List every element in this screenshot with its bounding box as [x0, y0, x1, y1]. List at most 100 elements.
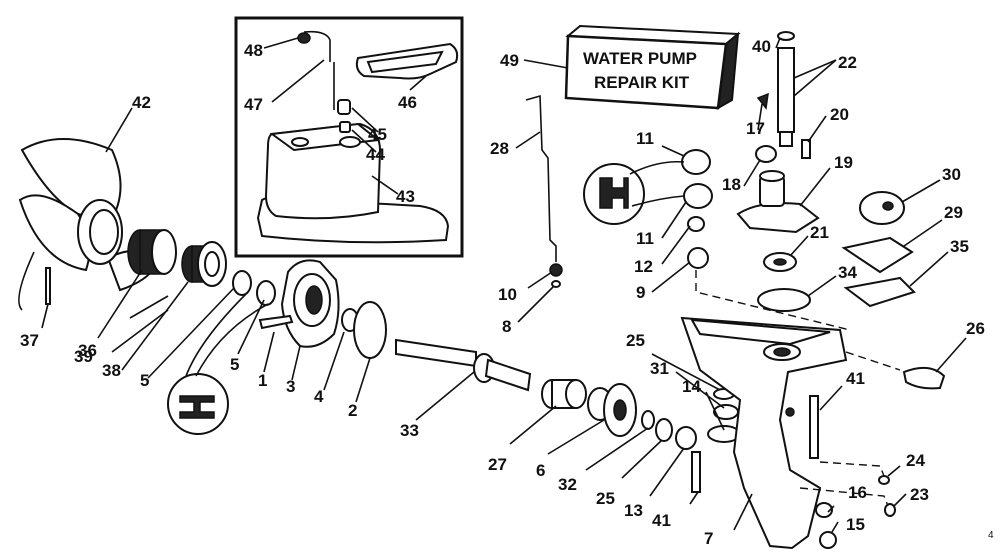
drive-shaft — [777, 47, 795, 147]
water-screen-26 — [902, 366, 946, 390]
thrust-washer-32 — [641, 410, 655, 430]
pump-liner-30 — [859, 191, 905, 225]
page-number: 4 — [988, 530, 994, 541]
kit-label-line1: WATER PUMP — [583, 49, 697, 68]
callout-45: 45 — [368, 125, 387, 144]
callout-42: 42 — [132, 93, 151, 112]
assembly-line-screen — [845, 351, 901, 371]
callout-15: 15 — [846, 515, 865, 534]
bearing-detail-circle-top — [583, 160, 685, 225]
spline-bushing — [127, 229, 177, 275]
bearing-5b — [256, 280, 276, 306]
assembly-line-pump — [695, 270, 851, 331]
bearing-13 — [675, 426, 697, 450]
inset-gasket — [355, 42, 459, 80]
assembly-line-drain — [799, 461, 889, 507]
callout-35: 35 — [950, 237, 969, 256]
inset-grommet — [337, 99, 351, 115]
inset-frame — [234, 16, 464, 258]
retainer-40 — [777, 31, 795, 41]
callout-25a: 25 — [626, 331, 645, 350]
propeller — [18, 138, 160, 311]
inset-tube — [303, 30, 335, 110]
kit-label-line2: REPAIR KIT — [594, 73, 690, 92]
callout-labels: 42 37 36 39 38 5 5 1 3 4 2 33 27 6 32 25… — [20, 37, 985, 548]
shear-pin — [129, 295, 169, 319]
clutch-dog — [541, 379, 587, 409]
carrier-screw — [258, 314, 294, 330]
bearing-5a — [232, 270, 252, 296]
shift-rod-nut-10 — [549, 263, 563, 277]
callout-11a: 11 — [636, 129, 654, 148]
callout-48: 48 — [244, 41, 263, 60]
callout-41a: 41 — [846, 369, 865, 388]
callout-41b: 41 — [652, 511, 671, 530]
drain-screw-15 — [819, 531, 837, 549]
bushing-12 — [687, 216, 705, 232]
callout-17: 17 — [746, 119, 765, 138]
callout-12: 12 — [634, 257, 653, 276]
callout-25b: 25 — [596, 489, 615, 508]
callout-24: 24 — [906, 451, 925, 470]
bearing-11b — [683, 183, 713, 209]
screw-23 — [884, 503, 896, 517]
shift-rod — [525, 94, 557, 262]
callout-40: 40 — [752, 37, 771, 56]
callout-47: 47 — [244, 95, 263, 114]
callout-9: 9 — [636, 283, 645, 302]
callout-18: 18 — [722, 175, 741, 194]
impeller-21 — [763, 252, 797, 272]
callout-7: 7 — [704, 529, 713, 548]
cotter-pin — [45, 267, 51, 305]
callout-2: 2 — [348, 401, 357, 420]
key-17 — [756, 92, 769, 110]
callout-6: 6 — [536, 461, 545, 480]
callout-26: 26 — [966, 319, 985, 338]
callout-5a: 5 — [140, 371, 149, 390]
bearing-carrier — [280, 259, 340, 348]
bearing-11a — [681, 149, 711, 175]
callout-3: 3 — [286, 377, 295, 396]
callout-16: 16 — [848, 483, 867, 502]
callout-43: 43 — [396, 187, 415, 206]
o-ring-2 — [353, 301, 387, 359]
callout-23: 23 — [910, 485, 929, 504]
callout-27: 27 — [488, 455, 507, 474]
screw-20 — [801, 139, 811, 159]
drain-screw-16 — [815, 502, 833, 518]
o-ring-34 — [757, 288, 811, 312]
washer-25b — [655, 418, 673, 442]
gearcase-housing — [680, 316, 848, 550]
callout-30: 30 — [942, 165, 961, 184]
callout-10: 10 — [498, 285, 517, 304]
callout-37: 37 — [20, 331, 39, 350]
washer-24 — [878, 475, 890, 485]
callout-20: 20 — [830, 105, 849, 124]
forward-gear — [587, 383, 637, 437]
callout-29: 29 — [944, 203, 963, 222]
stud-41b — [691, 451, 701, 493]
callout-14: 14 — [682, 377, 701, 396]
pump-housing-19 — [736, 170, 820, 234]
bushing-9 — [687, 247, 709, 269]
callout-11b: 11 — [636, 229, 654, 248]
thrust-hub — [181, 241, 227, 287]
callout-31: 31 — [650, 359, 669, 378]
callout-22: 22 — [838, 53, 857, 72]
callout-32: 32 — [558, 475, 577, 494]
callout-38: 38 — [102, 361, 121, 380]
bearing-detail-circle-left — [167, 293, 269, 435]
callout-36: 36 — [78, 341, 97, 360]
callout-21: 21 — [810, 223, 829, 242]
shift-rod-washer-8 — [551, 280, 561, 288]
callout-1: 1 — [258, 371, 267, 390]
callout-13: 13 — [624, 501, 643, 520]
water-pump-kit-box: WATER PUMP REPAIR KIT — [564, 24, 741, 110]
callout-34: 34 — [838, 263, 857, 282]
leader-lines — [41, 37, 967, 533]
callout-44: 44 — [366, 145, 385, 164]
callout-5b: 5 — [230, 355, 239, 374]
gasket-35 — [843, 276, 916, 308]
callout-39: 39 — [74, 347, 93, 366]
